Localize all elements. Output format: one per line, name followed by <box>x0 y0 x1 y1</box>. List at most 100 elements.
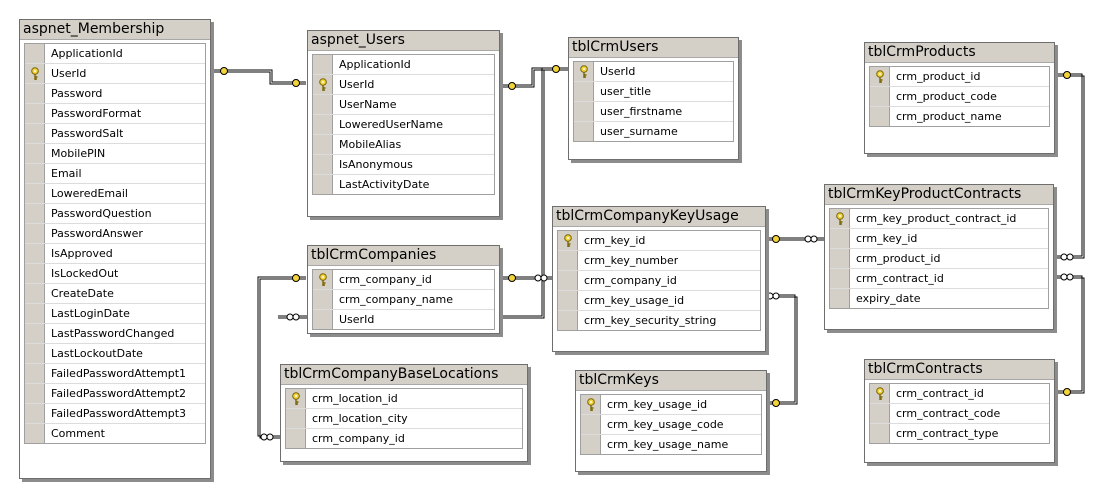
row-selector[interactable] <box>870 107 890 126</box>
column-row[interactable]: FailedPasswordAttempt1 <box>25 364 205 384</box>
row-selector[interactable] <box>25 144 45 163</box>
row-selector[interactable] <box>574 62 594 81</box>
row-selector[interactable] <box>25 184 45 203</box>
column-row[interactable]: crm_company_name <box>313 290 494 310</box>
row-selector[interactable] <box>830 209 850 228</box>
row-selector[interactable] <box>870 424 890 443</box>
column-row[interactable]: LastActivityDate <box>313 175 494 194</box>
row-selector[interactable] <box>25 64 45 83</box>
row-selector[interactable] <box>25 384 45 403</box>
row-selector[interactable] <box>313 270 333 289</box>
column-row[interactable]: UserId <box>25 64 205 84</box>
row-selector[interactable] <box>313 75 333 94</box>
column-row[interactable]: crm_key_id <box>558 231 760 251</box>
row-selector[interactable] <box>25 44 45 63</box>
row-selector[interactable] <box>558 291 578 310</box>
row-selector[interactable] <box>313 310 333 329</box>
column-row[interactable]: IsLockedOut <box>25 264 205 284</box>
column-row[interactable]: crm_product_code <box>870 87 1049 107</box>
row-selector[interactable] <box>313 95 333 114</box>
row-selector[interactable] <box>286 389 306 408</box>
row-selector[interactable] <box>313 115 333 134</box>
row-selector[interactable] <box>574 102 594 121</box>
column-row[interactable]: crm_key_usage_name <box>581 435 761 454</box>
row-selector[interactable] <box>574 122 594 141</box>
column-row[interactable]: user_firstname <box>574 102 733 122</box>
row-selector[interactable] <box>558 251 578 270</box>
row-selector[interactable] <box>25 164 45 183</box>
column-row[interactable]: crm_company_id <box>313 270 494 290</box>
row-selector[interactable] <box>581 395 601 414</box>
row-selector[interactable] <box>286 429 306 448</box>
row-selector[interactable] <box>870 87 890 106</box>
column-row[interactable]: FailedPasswordAttempt2 <box>25 384 205 404</box>
row-selector[interactable] <box>558 231 578 250</box>
column-row[interactable]: PasswordAnswer <box>25 224 205 244</box>
column-row[interactable]: LastLockoutDate <box>25 344 205 364</box>
row-selector[interactable] <box>25 204 45 223</box>
column-row[interactable]: UserId <box>313 310 494 329</box>
column-row[interactable]: PasswordFormat <box>25 104 205 124</box>
column-row[interactable]: LastPasswordChanged <box>25 324 205 344</box>
row-selector[interactable] <box>25 344 45 363</box>
row-selector[interactable] <box>581 435 601 454</box>
row-selector[interactable] <box>25 104 45 123</box>
column-row[interactable]: crm_key_number <box>558 251 760 271</box>
column-row[interactable]: crm_product_id <box>830 249 1048 269</box>
column-row[interactable]: crm_contract_id <box>830 269 1048 289</box>
column-row[interactable]: ApplicationId <box>313 55 494 75</box>
column-row[interactable]: crm_key_product_contract_id <box>830 209 1048 229</box>
column-row[interactable]: user_title <box>574 82 733 102</box>
column-row[interactable]: crm_key_usage_code <box>581 415 761 435</box>
column-row[interactable]: PasswordQuestion <box>25 204 205 224</box>
row-selector[interactable] <box>870 404 890 423</box>
column-row[interactable]: PasswordSalt <box>25 124 205 144</box>
column-row[interactable]: crm_key_usage_id <box>581 395 761 415</box>
column-row[interactable]: FailedPasswordAttempt3 <box>25 404 205 424</box>
row-selector[interactable] <box>558 311 578 330</box>
column-row[interactable]: MobilePIN <box>25 144 205 164</box>
column-row[interactable]: LoweredEmail <box>25 184 205 204</box>
column-row[interactable]: crm_key_security_string <box>558 311 760 330</box>
row-selector[interactable] <box>25 84 45 103</box>
column-row[interactable]: crm_product_name <box>870 107 1049 126</box>
row-selector[interactable] <box>313 135 333 154</box>
column-row[interactable]: crm_company_id <box>286 429 522 448</box>
column-row[interactable]: crm_company_id <box>558 271 760 291</box>
column-row[interactable]: CreateDate <box>25 284 205 304</box>
column-row[interactable]: crm_location_id <box>286 389 522 409</box>
column-row[interactable]: LastLoginDate <box>25 304 205 324</box>
row-selector[interactable] <box>313 290 333 309</box>
row-selector[interactable] <box>830 269 850 288</box>
row-selector[interactable] <box>25 284 45 303</box>
column-row[interactable]: UserName <box>313 95 494 115</box>
column-row[interactable]: UserId <box>313 75 494 95</box>
row-selector[interactable] <box>558 271 578 290</box>
row-selector[interactable] <box>25 264 45 283</box>
row-selector[interactable] <box>830 289 850 308</box>
row-selector[interactable] <box>25 244 45 263</box>
column-row[interactable]: IsAnonymous <box>313 155 494 175</box>
row-selector[interactable] <box>313 55 333 74</box>
row-selector[interactable] <box>574 82 594 101</box>
row-selector[interactable] <box>25 124 45 143</box>
column-row[interactable]: crm_key_id <box>830 229 1048 249</box>
column-row[interactable]: Email <box>25 164 205 184</box>
row-selector[interactable] <box>25 404 45 423</box>
table-tblcrmcompanybaselocations[interactable]: tblCrmCompanyBaseLocations crm_location_… <box>280 364 528 462</box>
row-selector[interactable] <box>581 415 601 434</box>
column-row[interactable]: LoweredUserName <box>313 115 494 135</box>
column-row[interactable]: crm_location_city <box>286 409 522 429</box>
column-row[interactable]: crm_contract_code <box>870 404 1049 424</box>
row-selector[interactable] <box>830 229 850 248</box>
row-selector[interactable] <box>25 424 45 443</box>
row-selector[interactable] <box>25 324 45 343</box>
row-selector[interactable] <box>830 249 850 268</box>
